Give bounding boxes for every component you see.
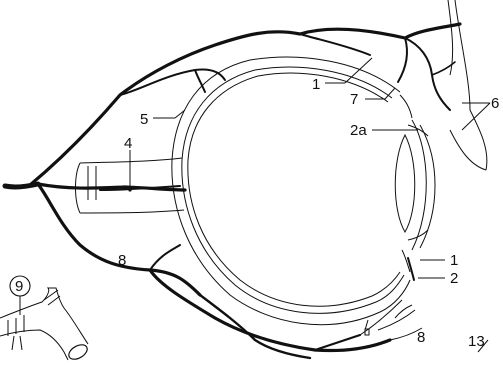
label-1-top: 1 bbox=[312, 76, 320, 93]
label-1-bottom: 1 bbox=[450, 252, 458, 269]
eyeball bbox=[172, 57, 435, 325]
label-5: 5 bbox=[140, 111, 148, 128]
label-8-left: 8 bbox=[118, 252, 126, 269]
ciliary-branches bbox=[360, 300, 422, 340]
label-2a: 2a bbox=[350, 122, 367, 139]
label-2: 2 bbox=[450, 270, 458, 287]
label-7: 7 bbox=[350, 91, 358, 108]
label-8-right: 8 bbox=[417, 329, 425, 346]
label-4: 4 bbox=[124, 135, 132, 152]
label-6: 6 bbox=[491, 95, 499, 112]
label-9: 9 bbox=[15, 278, 23, 295]
vessel-cross-section bbox=[0, 276, 90, 362]
orbital-vessels bbox=[5, 24, 460, 358]
leader-lines bbox=[130, 58, 490, 352]
label-13: 13 bbox=[468, 333, 485, 350]
